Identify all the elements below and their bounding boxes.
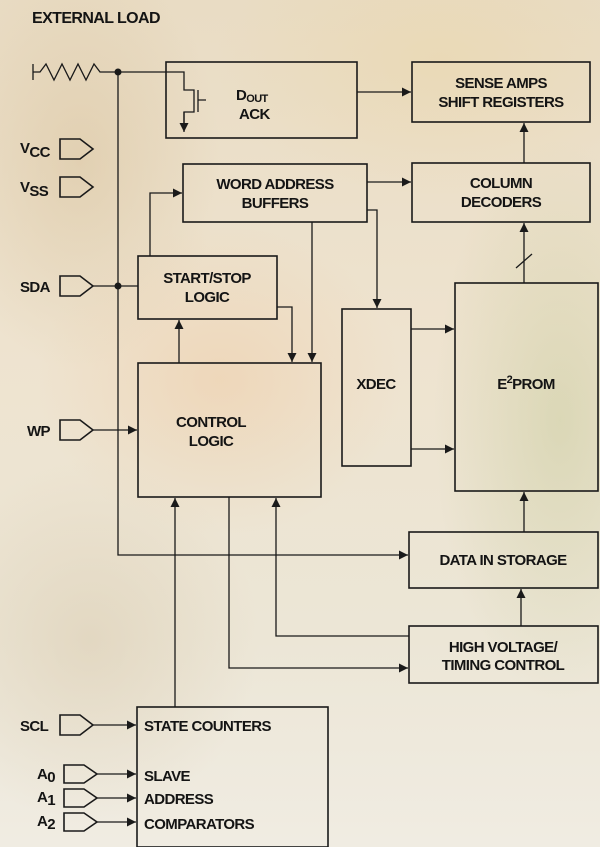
- dout-ack-block: [165, 61, 358, 139]
- scl-pin: [59, 714, 95, 736]
- sda-pin: [59, 275, 95, 297]
- a2-pin: [63, 812, 99, 832]
- resistor-symbol: [32, 62, 118, 82]
- control-logic-label: LOGIC: [189, 433, 234, 450]
- shift-registers-label: SHIFT REGISTERS: [438, 94, 564, 111]
- external-load-title: EXTERNAL LOAD: [32, 10, 160, 27]
- eeprom-label: E2PROM: [497, 374, 555, 393]
- column-decoders-block: [411, 162, 591, 223]
- a0-pin: [63, 764, 99, 784]
- ack-label: ACK: [239, 106, 270, 123]
- arrow-sda-to-wab: [149, 188, 182, 256]
- sense-amps-block: [411, 61, 591, 123]
- dout-label: DOUT: [236, 87, 269, 105]
- arrow-control-to-hv: [228, 497, 408, 673]
- decoders-label: DECODERS: [461, 194, 542, 211]
- xdec-block: [341, 308, 412, 467]
- xdec-label: XDEC: [356, 376, 396, 393]
- bus-slash: [515, 253, 533, 269]
- scl-label: SCL: [20, 718, 49, 735]
- data-in-storage-label: DATA IN STORAGE: [439, 552, 567, 569]
- timing-control-label: TIMING CONTROL: [442, 657, 565, 674]
- word-address-label: WORD ADDRESS: [216, 176, 334, 193]
- vss-pin: [59, 176, 95, 198]
- a2-label: A2: [37, 813, 55, 833]
- arrow-wab-to-xdec: [367, 209, 382, 308]
- wp-pin: [59, 419, 95, 441]
- a1-label: A1: [37, 789, 55, 809]
- wp-label: WP: [27, 423, 51, 440]
- sense-amps-label: SENSE AMPS: [455, 75, 547, 92]
- slave-label: SLAVE: [144, 768, 190, 785]
- word-address-buffers-block: [182, 163, 368, 223]
- sda-label: SDA: [20, 279, 51, 296]
- state-counters-block: [136, 706, 329, 847]
- logic-label: LOGIC: [185, 289, 230, 306]
- start-stop-label: START/STOP: [163, 270, 251, 287]
- data-in-storage-block: [408, 531, 599, 589]
- output-transistor-symbol: [118, 71, 206, 128]
- column-label: COLUMN: [470, 175, 532, 192]
- eeprom-block: [454, 282, 599, 492]
- comparators-label: COMPARATORS: [144, 816, 255, 833]
- vcc-label: VCC: [20, 140, 51, 161]
- a1-pin: [63, 788, 99, 808]
- arrow-hv-to-control: [271, 498, 409, 637]
- vcc-pin: [59, 138, 95, 160]
- a0-label: A0: [37, 766, 55, 786]
- vss-label: VSS: [20, 179, 49, 200]
- arrow-startstop-to-control: [277, 306, 297, 362]
- high-voltage-label: HIGH VOLTAGE/: [449, 639, 559, 656]
- buffers-label: BUFFERS: [242, 195, 309, 212]
- address-label: ADDRESS: [144, 791, 214, 808]
- hv-timing-control-block: [408, 625, 599, 684]
- state-counters-label: STATE COUNTERS: [144, 718, 271, 735]
- arrow-sda-to-data-in: [117, 72, 408, 560]
- control-label: CONTROL: [176, 414, 246, 431]
- start-stop-logic-block: [137, 255, 278, 320]
